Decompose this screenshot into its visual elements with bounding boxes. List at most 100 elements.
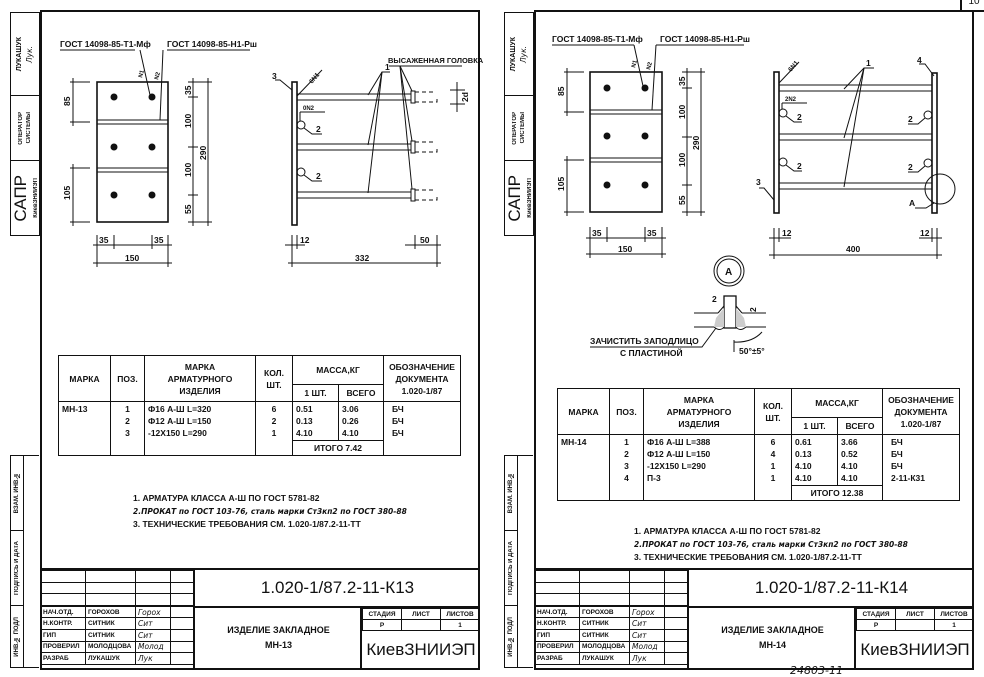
staff-signature: Молод xyxy=(629,640,665,654)
cell-pos-line: 1 xyxy=(624,437,629,447)
svg-text:105: 105 xyxy=(62,186,72,200)
cell-pos-line: 1 xyxy=(125,404,130,414)
plan-view: ГОСТ 14098-85-Т1-Мф ГОСТ 14098-85-Н1-Рш … xyxy=(552,34,750,258)
stage-value: Р xyxy=(362,619,402,631)
cell-doc-line: БЧ xyxy=(392,416,404,426)
svg-text:332: 332 xyxy=(355,253,369,263)
cell-mass-total-line: 3.66 xyxy=(841,437,858,447)
position-4: 4 xyxy=(917,55,922,65)
cell-doc-line: БЧ xyxy=(891,461,903,471)
mass-total-sum: ИТОГО 12.38 xyxy=(791,485,883,501)
side-stamp-bottom: ВЗАМ. ИНВ.№ ПОДПИСЬ И ДАТА ИНВ.№ ПОДЛ xyxy=(504,455,533,668)
cell-qty-line: 2 xyxy=(271,416,277,426)
note-3: 3. ТЕХНИЧЕСКИЕ ТРЕБОВАНИЯ СМ. 1.020-1/87… xyxy=(133,519,361,529)
position-2d: 2 xyxy=(908,162,913,172)
cell-item-line: Ф16 А-Ш L=388 xyxy=(647,437,711,447)
gost-label-2: ГОСТ 14098-85-Н1-Рш xyxy=(167,39,257,49)
cell-mark: МН-13 xyxy=(58,401,111,456)
podpis-label: ПОДПИСЬ И ДАТА xyxy=(14,540,20,596)
cell-item-line: Ф16 А-Ш L=320 xyxy=(148,404,212,414)
drawing-mn13: ГОСТ 14098-85-Т1-Мф ГОСТ 14098-85-Н1-Рш … xyxy=(60,39,484,267)
upset-head-label: ВЫСАЖЕННАЯ ГОЛОВКА xyxy=(388,56,484,65)
stud-markers xyxy=(110,93,156,199)
position-1: 1 xyxy=(866,58,871,68)
anchor-bars xyxy=(779,84,932,190)
cell-mass-one-line: 4.10 xyxy=(795,461,812,471)
plan-view: ГОСТ 14098-85-Т1-Мф ГОСТ 14098-85-Н1-Рш … xyxy=(60,39,257,267)
weld-mark-1: N1 xyxy=(138,69,146,79)
cell-mass-one-line: 4.10 xyxy=(795,473,812,483)
side-view: 1 4 3 6N1 2N2 2 2 2 2 А 12 12 400 xyxy=(756,55,956,259)
svg-text:290: 290 xyxy=(691,136,701,150)
cell-pos-line: 4 xyxy=(624,473,629,483)
staff-name: СИТНИК xyxy=(85,617,136,630)
podpis-label: ПОДПИСЬ И ДАТА xyxy=(508,540,514,596)
dimension-labels-plan: 85 105 35 100 100 55 290 35 35 150 xyxy=(556,76,701,254)
svg-text:35: 35 xyxy=(677,76,687,86)
cell-mass-one-line: 0.61 xyxy=(795,437,812,447)
cell-doc-line: БЧ xyxy=(392,404,404,414)
staff-name: СИТНИК xyxy=(579,617,630,630)
operator-cell: ОПЕРАТОР СИСТЕМЫ xyxy=(11,96,39,161)
svg-text:12: 12 xyxy=(300,235,310,245)
svg-text:12: 12 xyxy=(920,228,930,238)
svg-text:55: 55 xyxy=(183,204,193,214)
detail-callout: А xyxy=(725,267,732,278)
staff-signature: Горох xyxy=(629,605,665,619)
product-name-line-2: МН-13 xyxy=(264,640,292,650)
product-name-line-1: ИЗДЕЛИЕ ЗАКЛАДНОЕ xyxy=(721,625,824,635)
staff-name: ЛУКАШУК xyxy=(579,652,630,665)
dimensions-side xyxy=(769,228,942,259)
position-3: 3 xyxy=(272,71,277,81)
anchor-bars xyxy=(297,90,438,202)
inv-label: ИНВ.№ ПОДЛ xyxy=(14,616,20,657)
svg-text:290: 290 xyxy=(198,146,208,160)
technical-notes: 1. АРМАТУРА КЛАССА А-Ш ПО ГОСТ 5781-82 2… xyxy=(634,525,908,564)
cell-qty-line: 1 xyxy=(271,428,277,438)
cell-item-line: -12Х150 L=290 xyxy=(647,461,706,471)
position-2b: 2 xyxy=(797,161,802,171)
cell-pos-line: 2 xyxy=(125,416,130,426)
position-2b: 2 xyxy=(316,171,321,181)
svg-text:35: 35 xyxy=(647,228,657,238)
svg-text:35: 35 xyxy=(99,235,109,245)
side-labels: 1 4 3 6N1 2N2 2 2 2 2 А 12 12 400 xyxy=(756,55,930,254)
note-1: 1. АРМАТУРА КЛАССА А-Ш ПО ГОСТ 5781-82 xyxy=(634,526,821,536)
svg-text:85: 85 xyxy=(556,86,566,96)
table-subheader-row: 1 ШТ. ВСЕГО xyxy=(59,384,461,402)
document-code: 1.020-1/87.2-11-К14 xyxy=(687,570,974,608)
detail-a: А 2 2 ЗАЧИСТИТЬ ЗАПОДЛИЦО С ПЛАСТИНОЙ 50… xyxy=(590,255,766,358)
cell-doc-line: 2-11-К31 xyxy=(891,473,926,483)
organization-name: КиевЗНИИЭП xyxy=(860,640,970,659)
sheets-value: 1 xyxy=(440,619,480,631)
cell-mark: МН-14 xyxy=(557,434,610,501)
svg-text:400: 400 xyxy=(846,244,860,254)
position-2c: 2 xyxy=(908,114,913,124)
svg-text:35: 35 xyxy=(183,85,193,95)
svg-text:85: 85 xyxy=(62,96,72,106)
position-1: 1 xyxy=(385,62,390,72)
side-stamp-top: ЛУКАШУК Лук. ОПЕРАТОР СИСТЕМЫ САПР КиевЗ… xyxy=(504,12,534,236)
detail-a-label: А xyxy=(909,198,915,208)
cell-qty-line: 1 xyxy=(770,461,776,471)
svg-text:100: 100 xyxy=(183,163,193,177)
svg-text:50: 50 xyxy=(420,235,430,245)
svg-text:105: 105 xyxy=(556,177,566,191)
note-2: 2.ПРОКАТ по ГОСТ 103-76, сталь марки Ст3… xyxy=(133,507,407,516)
cell-mass-one-line: 0.13 xyxy=(795,449,812,459)
